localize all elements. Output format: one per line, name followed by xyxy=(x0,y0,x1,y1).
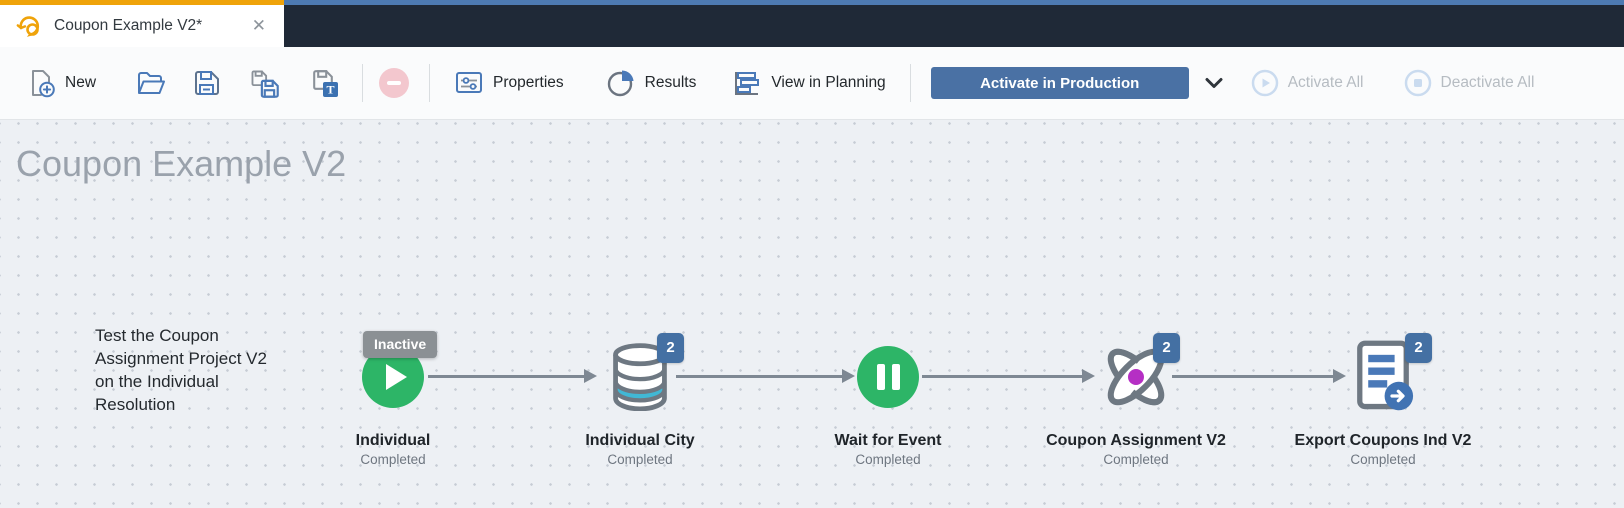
save-as-template-button[interactable]: T xyxy=(308,67,340,99)
results-pie-icon xyxy=(607,70,634,97)
node-wait-for-event: Wait for Event Completed xyxy=(783,335,993,467)
properties-label: Properties xyxy=(493,74,564,91)
inactive-badge: Inactive xyxy=(363,331,438,358)
new-button[interactable]: New xyxy=(26,68,96,98)
open-folder-icon xyxy=(138,72,166,94)
tab-coupon-example[interactable]: Coupon Example V2* ✕ xyxy=(0,5,284,47)
node-name: Wait for Event xyxy=(834,432,942,449)
save-copy-icon xyxy=(251,70,279,98)
node-individual: Inactive Individual Completed xyxy=(288,331,498,467)
node-coupon-assignment: 2 Coupon Assignment V2 Completed xyxy=(1031,333,1241,467)
node-status: Completed xyxy=(607,452,673,467)
node-status: Completed xyxy=(1350,452,1416,467)
node-export-coupons: 2 Export Coupons Ind V2 Completed xyxy=(1278,333,1488,467)
node-name: Individual xyxy=(355,432,431,449)
node-individual-city: 2 Individual City Completed xyxy=(535,333,745,467)
new-document-icon xyxy=(32,70,55,98)
project-title: Coupon Example V2 xyxy=(16,143,347,184)
open-button[interactable] xyxy=(136,68,166,98)
toolbar-divider xyxy=(909,64,911,102)
view-in-planning-button[interactable]: View in Planning xyxy=(732,68,886,98)
node-name: Export Coupons Ind V2 xyxy=(1294,432,1472,449)
toolbar: New xyxy=(0,47,1624,120)
workflow-canvas[interactable]: Coupon Example V2 Test the Coupon Assign… xyxy=(0,121,1624,508)
activate-all-button[interactable]: Activate All xyxy=(1251,69,1364,97)
window-accent-strip xyxy=(0,0,1624,5)
active-tab-accent xyxy=(0,0,284,5)
tab-bar: Coupon Example V2* ✕ xyxy=(0,5,1624,47)
svg-text:T: T xyxy=(327,83,335,97)
properties-icon xyxy=(456,72,483,93)
deactivate-all-stop-icon xyxy=(1404,69,1431,97)
node-name: Coupon Assignment V2 xyxy=(1046,432,1226,449)
connector-arrow xyxy=(428,369,597,383)
new-label: New xyxy=(65,74,97,91)
database-icon[interactable] xyxy=(610,343,670,411)
count-badge: 2 xyxy=(657,333,684,363)
deactivate-all-label: Deactivate All xyxy=(1440,74,1535,91)
count-badge: 2 xyxy=(1153,333,1180,363)
atom-icon[interactable] xyxy=(1096,337,1176,417)
properties-button[interactable]: Properties xyxy=(454,68,564,98)
save-button[interactable] xyxy=(192,68,222,98)
toolbar-divider xyxy=(362,64,364,102)
toolbar-divider xyxy=(429,64,431,102)
results-label: Results xyxy=(644,74,697,91)
pause-icon[interactable] xyxy=(857,346,919,408)
node-status: Completed xyxy=(1103,452,1169,467)
node-status: Completed xyxy=(855,452,921,467)
canvas-note[interactable]: Test the Coupon Assignment Project V2 on… xyxy=(95,326,267,415)
connector-arrow xyxy=(676,369,855,383)
results-button[interactable]: Results xyxy=(606,68,697,98)
node-name: Individual City xyxy=(585,432,695,449)
count-badge: 2 xyxy=(1405,333,1432,363)
view-in-planning-label: View in Planning xyxy=(771,74,886,91)
save-icon xyxy=(195,71,220,95)
activate-all-play-icon xyxy=(1251,69,1278,97)
connector-arrow xyxy=(1172,369,1346,383)
tab-title: Coupon Example V2* xyxy=(54,17,203,34)
journey-icon xyxy=(16,16,39,37)
save-as-template-icon: T xyxy=(313,70,339,97)
close-icon[interactable]: ✕ xyxy=(251,16,266,35)
chevron-down-icon[interactable] xyxy=(1201,73,1227,93)
deactivate-all-button[interactable]: Deactivate All xyxy=(1404,69,1535,97)
view-in-planning-icon xyxy=(735,72,760,95)
delete-button[interactable] xyxy=(379,68,410,98)
save-copy-button[interactable] xyxy=(248,67,280,99)
export-document-icon[interactable] xyxy=(1351,339,1415,415)
connector-arrow xyxy=(922,369,1095,383)
activate-in-production-button[interactable]: Activate in Production xyxy=(930,67,1189,99)
delete-icon xyxy=(379,68,410,98)
activate-all-label: Activate All xyxy=(1287,74,1364,91)
node-status: Completed xyxy=(360,452,426,467)
